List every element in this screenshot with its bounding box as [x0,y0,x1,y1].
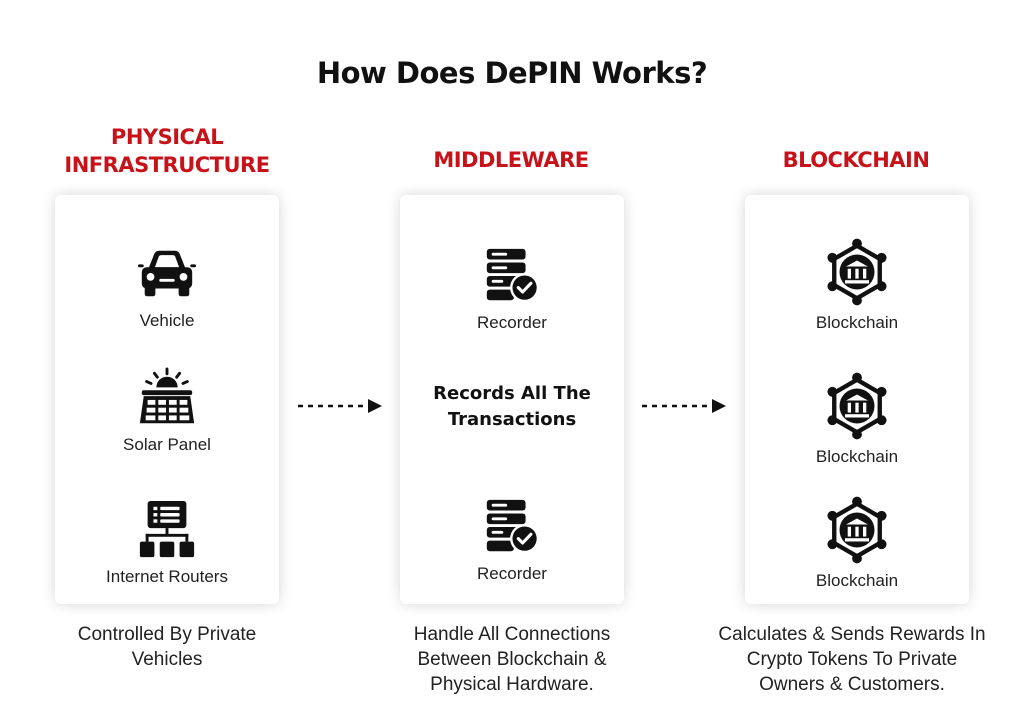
center-text-line: Transactions [447,409,577,430]
caption-line: Vehicles [131,649,203,670]
heading-blockchain: BLOCKCHAIN [782,148,930,172]
blockchain-item: Blockchain [745,371,969,467]
middleware-caption: Handle All Connections Between Blockchai… [372,622,652,697]
item-label: Recorder [477,564,547,583]
item-label: Vehicle [139,311,195,330]
blockchain-item: Blockchain [745,237,969,333]
blockchain-card: Blockchain Blockchain Blockchain [745,195,969,604]
blockchain-item: Blockchain [745,495,969,591]
item-label: Recorder [477,313,547,332]
recorder-icon [481,496,543,558]
page-title: How Does DePIN Works? [316,56,708,90]
caption-line: Between Blockchain & [417,649,607,670]
item-label: Blockchain [815,447,899,466]
recorder-item: Recorder [400,496,624,584]
blockchain-caption: Calculates & Sends Rewards In Crypto Tok… [692,622,1012,697]
heading-physical-infrastructure: PHYSICAL INFRASTRUCTURE [37,123,297,179]
center-text-line: Records All The [433,383,591,404]
item-label: Blockchain [815,571,899,590]
physical-infrastructure-caption: Controlled By Private Vehicles [37,622,297,672]
caption-line: Physical Hardware. [430,674,594,695]
item-label: Blockchain [815,313,899,332]
solar-panel-item: Solar Panel [55,367,279,455]
heading-line: INFRASTRUCTURE [64,153,270,177]
solar-panel-icon [139,367,195,424]
records-transactions-text: Records All The Transactions [400,381,624,433]
internet-routers-item: Internet Routers [55,499,279,587]
blockchain-bank-icon [822,237,892,307]
recorder-icon [481,245,543,307]
dashed-arrow-right [296,396,384,416]
blockchain-bank-icon [822,495,892,565]
router-icon [139,500,195,558]
middleware-card: Recorder Records All The Transactions Re… [400,195,624,604]
heading-line: PHYSICAL [110,125,224,149]
heading-middleware: MIDDLEWARE [433,148,589,172]
caption-line: Calculates & Sends Rewards In [718,624,986,645]
vehicle-item: Vehicle [55,243,279,331]
caption-line: Owners & Customers. [759,674,945,695]
blockchain-bank-icon [822,371,892,441]
item-label: Internet Routers [106,567,228,586]
caption-line: Controlled By Private [77,624,257,645]
recorder-item: Recorder [400,245,624,333]
car-icon [137,250,197,297]
item-label: Solar Panel [123,435,211,454]
physical-infrastructure-card: Vehicle [55,195,279,604]
caption-line: Crypto Tokens To Private [746,649,958,670]
caption-line: Handle All Connections [413,624,611,645]
dashed-arrow-right [640,396,728,416]
